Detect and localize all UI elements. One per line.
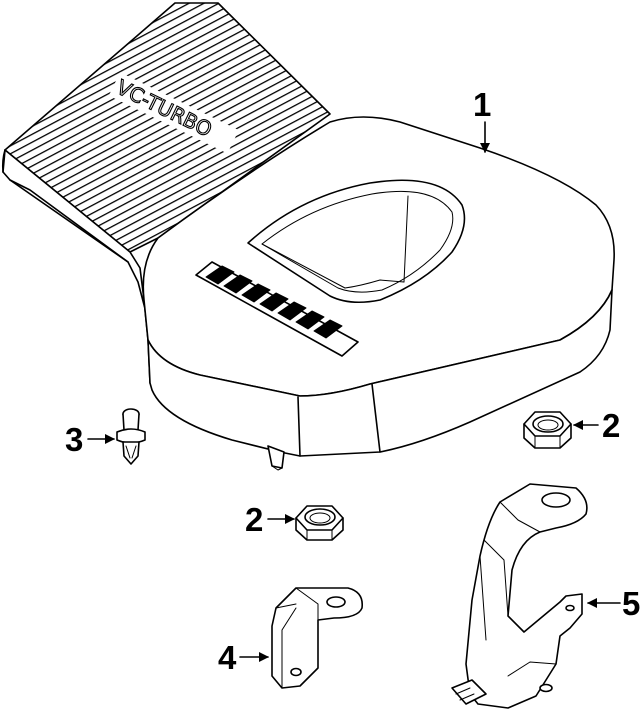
cover-vent-slots (205, 265, 343, 339)
push-clip (116, 408, 146, 465)
callout-label-2-right: 2 (602, 407, 620, 444)
callout-label-3: 3 (65, 421, 83, 458)
callout-1: 1 (473, 86, 491, 153)
callout-label-4: 4 (218, 639, 237, 676)
callout-2-right: 2 (573, 407, 620, 444)
bracket-small (271, 587, 364, 689)
cover-recess-outer (247, 179, 466, 304)
callout-3: 3 (65, 421, 115, 458)
nut-right (523, 411, 572, 449)
callout-4: 4 (218, 639, 269, 676)
bracket-large (451, 483, 588, 709)
callout-5: 5 (587, 585, 640, 622)
callout-label-1: 1 (473, 86, 491, 123)
callout-label-2-middle: 2 (245, 501, 263, 538)
nut-middle (295, 505, 344, 541)
callout-2-middle: 2 (245, 501, 295, 538)
cover-front-skirt (147, 289, 613, 457)
callout-label-5: 5 (622, 585, 640, 622)
engine-cover: VC-TURBO (1, 2, 615, 471)
cover-recess-inner (261, 190, 454, 293)
